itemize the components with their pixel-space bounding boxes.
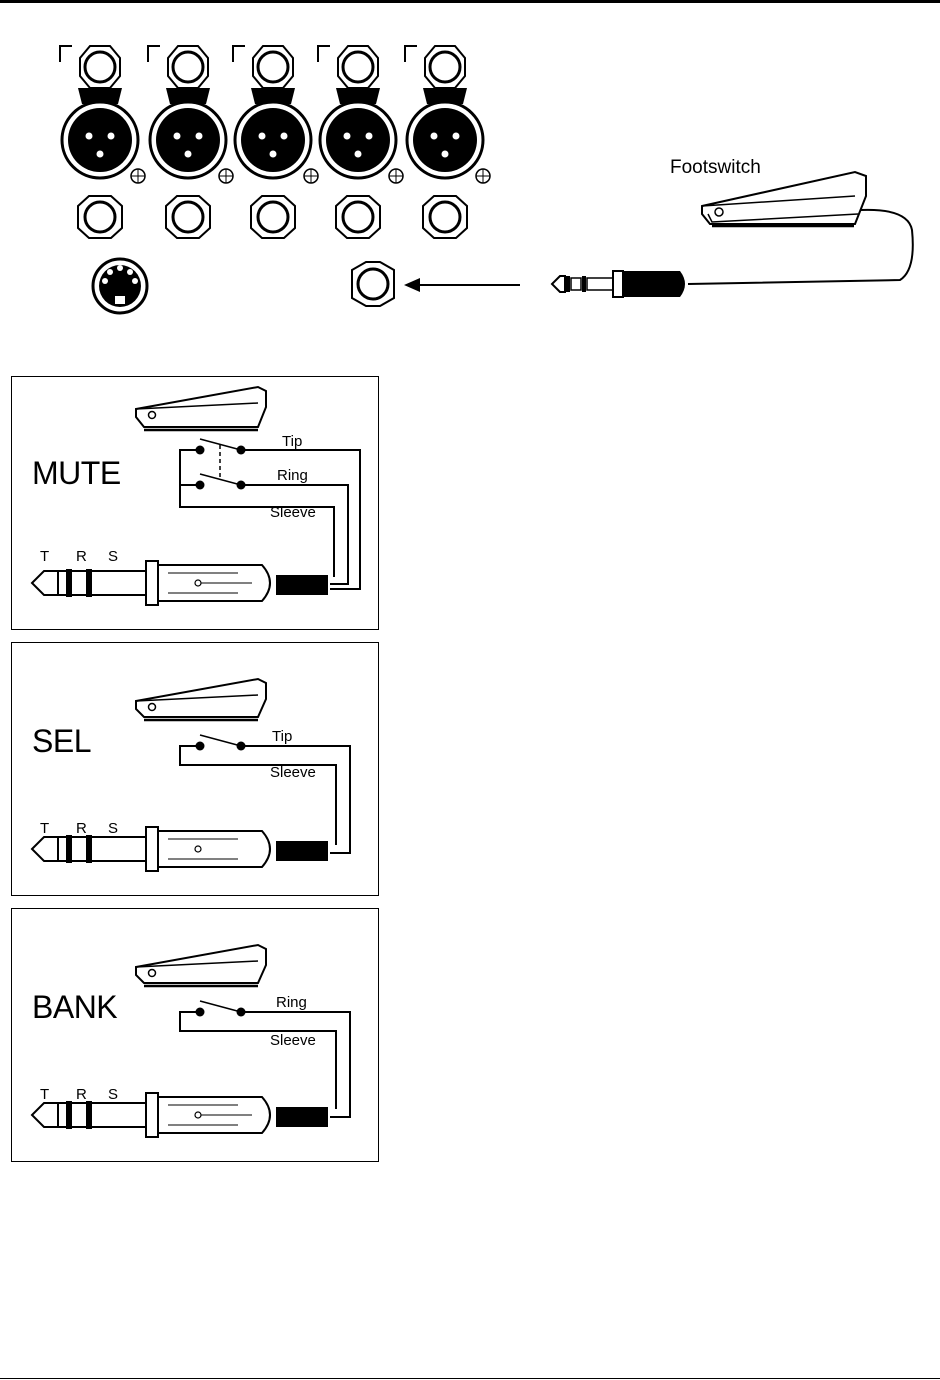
wire-label-tip: Tip <box>272 728 292 745</box>
midi-din-socket <box>91 257 149 315</box>
jack-socket <box>165 195 211 239</box>
jack-socket <box>335 195 381 239</box>
plug-label-t: T <box>40 548 49 565</box>
plug-label-r: R <box>76 820 87 837</box>
plug-label-s: S <box>108 548 118 565</box>
xlr-combo-connector <box>232 45 319 184</box>
top-rule <box>0 0 940 3</box>
sel-wiring-diagram: Tip Sleeve T R S <box>30 677 351 872</box>
jack-socket <box>77 195 123 239</box>
wiring <box>179 1011 351 1118</box>
switch-contacts <box>195 1000 246 1017</box>
wiring <box>179 449 361 590</box>
footswitch-pedal <box>701 170 867 228</box>
plug-label-t: T <box>40 1086 49 1103</box>
plug-label-r: R <box>76 1086 87 1103</box>
plug-label-s: S <box>108 1086 118 1103</box>
bank-wiring-panel: Ring Sleeve T R S BANK <box>11 908 379 1162</box>
pedal-icon <box>135 943 267 988</box>
wiring <box>179 745 351 854</box>
mute-wiring-panel: Tip Ring Sleeve T R S MUTE <box>11 376 379 630</box>
connection-arrow <box>404 278 520 292</box>
plug-label-s: S <box>108 820 118 837</box>
pedal-icon <box>135 677 267 722</box>
xlr-combo-connector <box>147 45 234 184</box>
rear-panel-diagram: Footswitch <box>59 45 914 315</box>
wire-label-sleeve: Sleeve <box>270 764 316 781</box>
wire-label-tip: Tip <box>282 433 302 450</box>
panel-title-mute: MUTE <box>32 455 121 491</box>
xlr-combo-connector <box>317 45 404 184</box>
jack-socket-row <box>77 195 468 239</box>
wire-label-ring: Ring <box>276 994 307 1011</box>
mute-wiring-diagram: Tip Ring Sleeve T R S <box>30 385 361 606</box>
trs-plug <box>30 560 328 606</box>
footswitch-label: Footswitch <box>670 157 761 178</box>
pedal-icon <box>135 385 267 432</box>
panel-title-bank: BANK <box>32 989 118 1025</box>
xlr-combo-connector <box>59 45 146 184</box>
panel-title-sel: SEL <box>32 723 91 759</box>
wire-label-sleeve: Sleeve <box>270 1032 316 1049</box>
plug-label-r: R <box>76 548 87 565</box>
switch-contacts <box>195 438 246 490</box>
sel-wiring-panel: Tip Sleeve T R S SEL <box>11 642 379 896</box>
footswitch-jack-socket <box>351 261 395 307</box>
bottom-rule <box>0 1378 940 1379</box>
plug-label-t: T <box>40 820 49 837</box>
bank-wiring-diagram: Ring Sleeve T R S <box>30 943 351 1138</box>
trs-plug <box>30 826 328 872</box>
switch-contacts <box>195 734 246 751</box>
xlr-connector-row <box>59 45 491 184</box>
wire-label-ring: Ring <box>277 467 308 484</box>
jack-socket <box>422 195 468 239</box>
wire-label-sleeve: Sleeve <box>270 504 316 521</box>
xlr-combo-connector <box>404 45 491 184</box>
trs-plug <box>30 1092 328 1138</box>
footswitch-cable <box>687 208 914 285</box>
footswitch-plug <box>550 270 685 298</box>
jack-socket <box>250 195 296 239</box>
